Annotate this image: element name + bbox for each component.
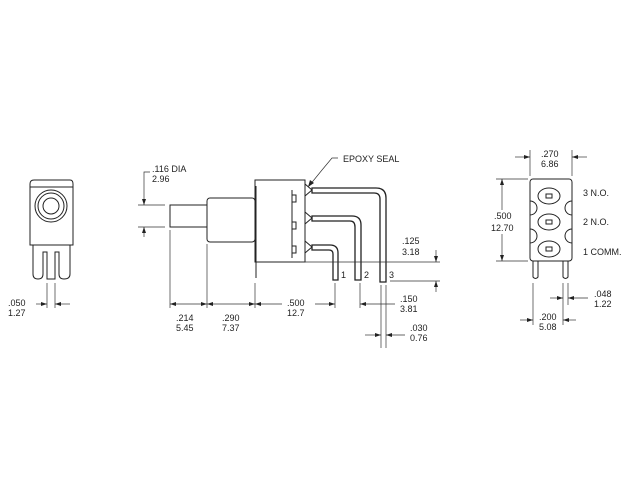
- shaft-dia-mm: 2.96: [152, 174, 170, 184]
- dim-pin-thick: .030: [410, 323, 428, 333]
- dim-body-mm: 12.7: [287, 308, 305, 318]
- dim-standoff-mm: 3.18: [402, 247, 420, 257]
- side-pin-width-mm: 1.27: [8, 308, 26, 318]
- terminal-3-label: 3: [389, 270, 394, 280]
- dim-pin-spacing: .150: [400, 294, 418, 304]
- side-view: .050 1.27: [8, 179, 74, 318]
- end-height: .500: [494, 211, 512, 221]
- terminal-2-no: 2 N.O.: [583, 217, 609, 227]
- dim-pin-thick-mm: 0.76: [410, 333, 428, 343]
- shaft-dia: .116 DIA: [152, 164, 186, 174]
- terminal-1-comm: 1 COMM.: [583, 247, 622, 257]
- end-pin-spacing-mm: 5.08: [539, 322, 557, 332]
- dim-shaft-mm: 5.45: [176, 323, 194, 333]
- dim-body: .500: [287, 298, 305, 308]
- terminal-1-label: 1: [341, 270, 346, 280]
- dim-pin-spacing-mm: 3.81: [400, 304, 418, 314]
- terminal-2-label: 2: [364, 270, 369, 280]
- end-pin-spacing: .200: [539, 312, 557, 322]
- end-width: .270: [541, 149, 559, 159]
- terminal-3-no: 3 N.O.: [583, 188, 609, 198]
- dim-bushing: .290: [222, 313, 240, 323]
- dim-standoff: .125: [402, 236, 420, 246]
- dim-bushing-mm: 7.37: [222, 323, 240, 333]
- epoxy-seal-label: EPOXY SEAL: [343, 154, 399, 164]
- end-height-mm: 12.70: [491, 223, 514, 233]
- end-view: 3 N.O. 2 N.O. 1 COMM. .270 6.86 .500 12.…: [491, 149, 622, 332]
- end-pin-width: .048: [594, 289, 612, 299]
- side-pin-width: .050: [8, 298, 26, 308]
- end-width-mm: 6.86: [541, 159, 559, 169]
- front-view: 1 2 3 EPOXY SEAL .116 DIA 2.96 .214 5.45…: [138, 154, 440, 348]
- end-pin-width-mm: 1.22: [594, 299, 612, 309]
- dim-shaft: .214: [176, 313, 194, 323]
